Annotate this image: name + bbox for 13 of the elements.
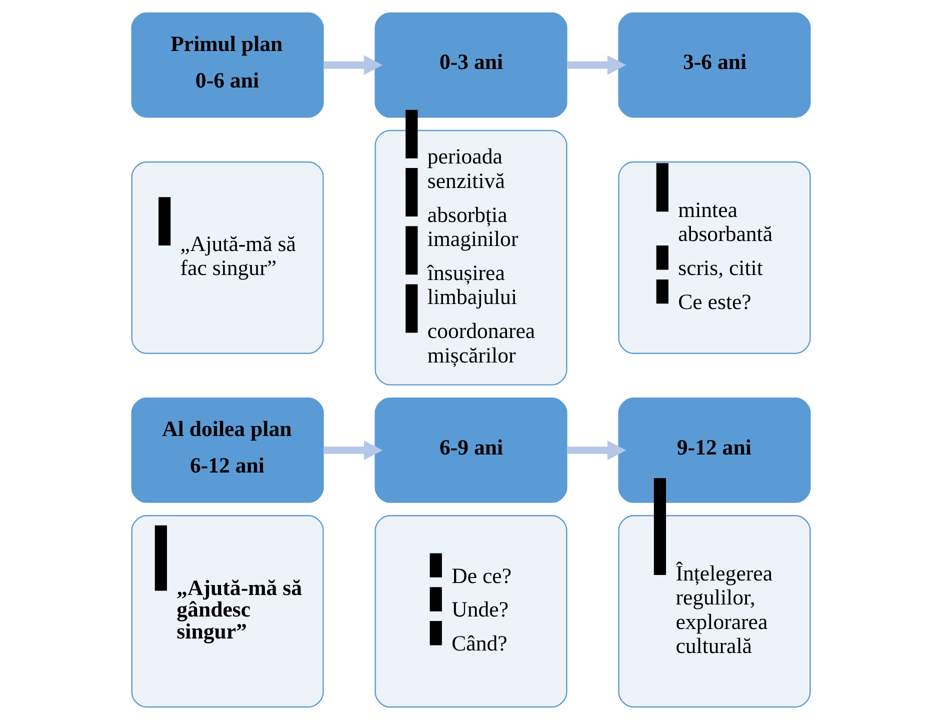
arrow bbox=[566, 440, 626, 460]
arrow bbox=[566, 55, 626, 75]
node-box: 0-3 ani bbox=[374, 12, 567, 118]
node-box: Primul plan 0-6 ani bbox=[130, 12, 324, 118]
arrow bbox=[323, 440, 382, 460]
node-box: Al doilea plan 6-12 ani bbox=[130, 398, 324, 503]
node-box: 3-6 ani bbox=[618, 12, 810, 118]
node-box: „Ajută-mă să fac singur” bbox=[130, 161, 324, 354]
node-box: 6-9 ani bbox=[374, 398, 567, 503]
node-box: 9-12 ani bbox=[618, 398, 810, 503]
node-box: „Ajută-mă să gândesc singur” bbox=[130, 515, 324, 708]
node-box: De ce? Unde? Când? bbox=[374, 515, 567, 708]
arrow bbox=[323, 55, 382, 75]
